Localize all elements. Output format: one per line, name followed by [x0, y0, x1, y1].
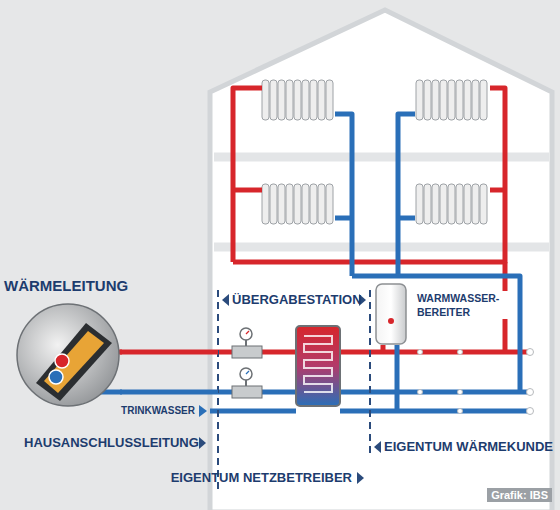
marker-triangles — [199, 294, 381, 484]
floor-slab — [214, 243, 549, 252]
hot-water-tank: WARMWASSER- BEREITER — [375, 283, 407, 345]
pipe-cross-section: WÄRMELEITUNG — [16, 303, 120, 407]
boundary-label: EIGENTUM WÄRMEKUNDE — [384, 439, 553, 454]
boundary-lines — [218, 290, 370, 490]
pipe-joints — [418, 349, 534, 415]
radiators — [262, 80, 487, 224]
exchanger-coil — [304, 336, 332, 392]
tank-drawing — [375, 283, 407, 345]
valves-gauges — [232, 328, 262, 398]
transfer-station-zone: ÜBERGABESTATION — [218, 290, 370, 458]
floor-slab — [214, 153, 549, 162]
supply-pipes — [218, 88, 530, 352]
zone-heading: ÜBERGABESTATION — [232, 292, 356, 307]
boundary-label: EIGENTUM NETZBETREIBER — [171, 470, 352, 485]
water-label: TRINKWASSER — [121, 405, 195, 416]
credit-label: Grafik: IBS — [487, 488, 552, 502]
pipe-connector — [120, 350, 218, 355]
house-outline — [210, 10, 552, 510]
tank-label: WARMWASSER- BEREITER — [415, 291, 511, 319]
pipe-connector — [120, 390, 218, 395]
pipe-section-drawing — [16, 303, 120, 407]
node-heading: WÄRMELEITUNG — [4, 277, 128, 294]
heat-exchanger — [296, 326, 340, 406]
boundary-label: HAUSANSCHLUSSLEITUNG — [24, 435, 199, 450]
